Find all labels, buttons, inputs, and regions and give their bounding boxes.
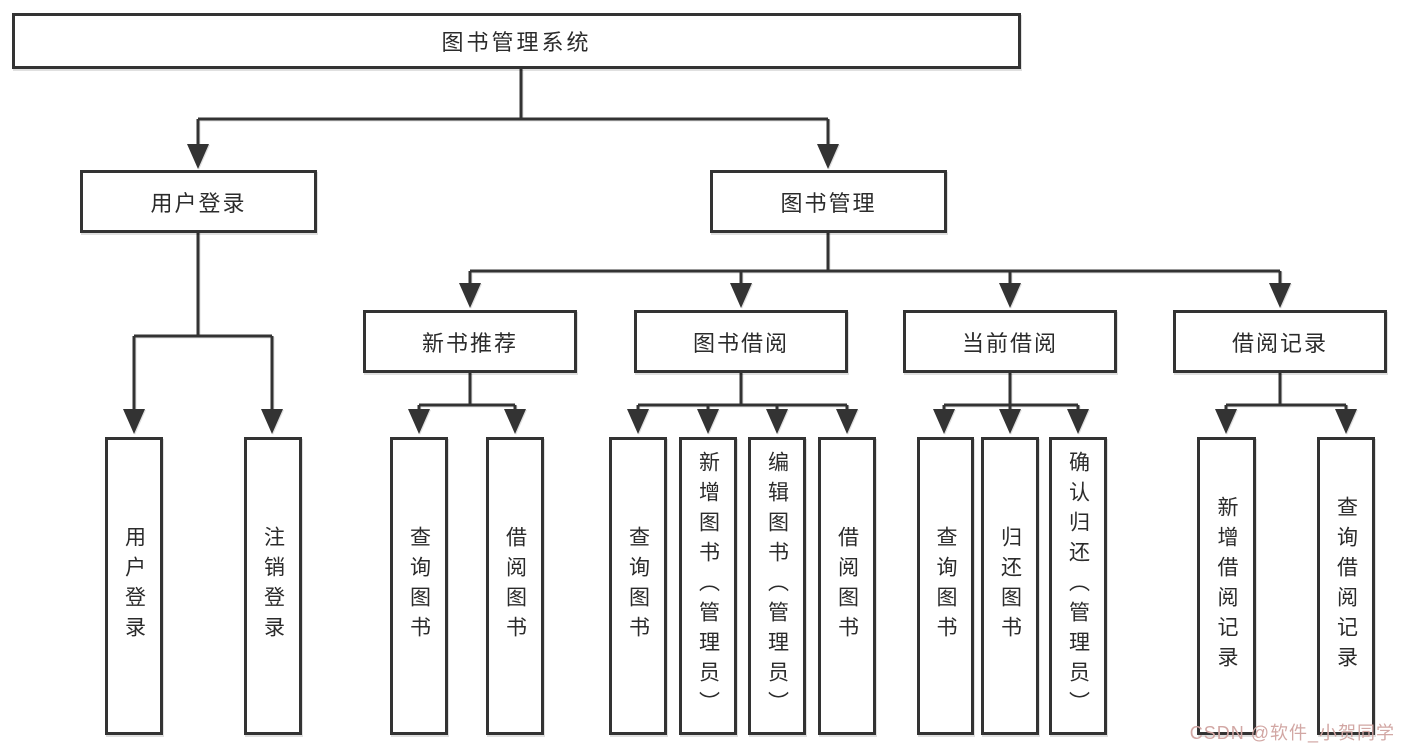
node-label: 归还图书 [998, 526, 1022, 646]
node-current-query-books: 查询图书 [917, 437, 974, 735]
node-label: 用户登录 [150, 190, 247, 216]
node-book-borrowing: 图书借阅 [634, 310, 848, 373]
node-label: 图书管理系统 [441, 30, 592, 55]
node-new-book-recommend: 新书推荐 [363, 310, 577, 373]
node-logout: 注销登录 [244, 437, 302, 735]
node-user-login: 用户登录 [80, 170, 317, 233]
node-book-management: 图书管理 [710, 170, 947, 233]
node-current-borrowing: 当前借阅 [903, 310, 1117, 373]
watermark: CSDN @软件_小贺同学 [1189, 723, 1395, 743]
node-label: 查询借阅记录 [1334, 496, 1358, 676]
connector-root-to-level2 [196, 69, 830, 150]
node-label: 查询图书 [407, 526, 431, 646]
node-recommend-borrow-books: 借阅图书 [486, 437, 544, 735]
arrowheads-level4 [123, 409, 1357, 434]
node-label: 借阅图书 [835, 526, 859, 646]
node-confirm-return-admin: 确认归还（管理员） [1049, 437, 1107, 735]
node-return-books: 归还图书 [981, 437, 1039, 735]
arrowheads-level2 [187, 144, 839, 169]
node-label: 图书借阅 [692, 330, 789, 356]
node-label: 查询图书 [626, 526, 650, 646]
node-recommend-query-books: 查询图书 [390, 437, 448, 735]
node-label: 新增图书（管理员） [696, 451, 720, 721]
connector-user-login-children [132, 232, 274, 414]
node-label: 注销登录 [261, 526, 285, 646]
node-label: 查询图书 [934, 526, 957, 646]
node-user-login-action: 用户登录 [105, 437, 163, 735]
node-library-system: 图书管理系统 [12, 13, 1021, 69]
node-borrow-records: 借阅记录 [1173, 310, 1387, 373]
node-label: 确认归还（管理员） [1066, 451, 1090, 721]
node-add-borrow-record: 新增借阅记录 [1197, 437, 1256, 735]
node-add-books-admin: 新增图书（管理员） [679, 437, 737, 735]
node-query-borrow-record: 查询借阅记录 [1317, 437, 1375, 735]
node-label: 借阅图书 [503, 526, 527, 646]
node-label: 编辑图书（管理员） [765, 451, 789, 721]
node-label: 图书管理 [780, 190, 877, 216]
connector-book-management-to-level3 [468, 232, 1282, 289]
node-label: 新书推荐 [421, 330, 518, 356]
node-borrowing-query-books: 查询图书 [609, 437, 667, 735]
node-edit-books-admin: 编辑图书（管理员） [748, 437, 806, 735]
node-label: 当前借阅 [961, 330, 1058, 356]
node-label: 借阅记录 [1231, 330, 1328, 356]
node-borrowing-borrow-books: 借阅图书 [818, 437, 876, 735]
node-label: 用户登录 [122, 526, 146, 646]
arrowheads-level3 [459, 283, 1291, 308]
node-label: 新增借阅记录 [1215, 496, 1238, 676]
connector-level3-to-level4 [417, 373, 1348, 414]
